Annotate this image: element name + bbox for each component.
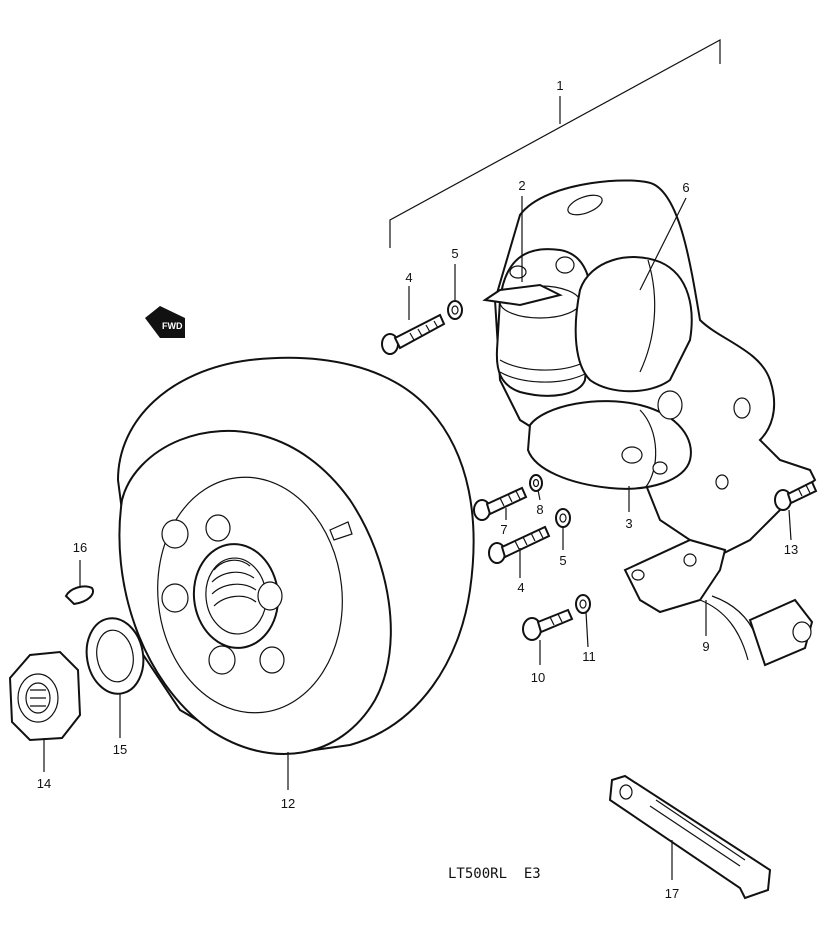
screw-4-upper	[381, 313, 446, 355]
callout-16: 16	[73, 540, 87, 555]
screw-4-lower	[488, 525, 551, 564]
screw-7	[473, 486, 528, 521]
callout-2: 2	[518, 178, 525, 193]
callout-15: 15	[113, 742, 127, 757]
callout-3: 3	[625, 516, 632, 531]
callout-14: 14	[37, 776, 51, 791]
washer	[85, 617, 145, 695]
forward-arrow-icon: FWD	[145, 306, 185, 338]
callout-5-lower: 5	[559, 553, 566, 568]
assembly-bracket	[389, 38, 721, 248]
washer-8	[529, 474, 543, 492]
stator-assembly	[482, 179, 817, 667]
washer-5-lower	[555, 508, 571, 528]
leader-lines	[43, 196, 792, 880]
callout-12: 12	[281, 796, 295, 811]
washer-5-upper	[447, 300, 463, 320]
forward-arrow-label: FWD	[162, 321, 183, 331]
callout-labels: 1 2 6 4 5 3 7 8 4 5 10 11 9 13 12 14 15 …	[37, 78, 798, 901]
callout-4-lower: 4	[517, 580, 524, 595]
callout-4-upper: 4	[405, 270, 412, 285]
washer-11	[575, 594, 591, 614]
callout-7: 7	[500, 522, 507, 537]
woodruff-key	[64, 585, 94, 606]
callout-17: 17	[665, 886, 679, 901]
callout-6: 6	[682, 180, 689, 195]
rotor-flywheel	[116, 356, 475, 755]
callout-5-upper: 5	[451, 246, 458, 261]
callout-10: 10	[531, 670, 545, 685]
lead-wire-clamp	[608, 774, 772, 900]
model-code: LT500RL E3	[448, 866, 541, 882]
callout-13: 13	[784, 542, 798, 557]
flywheel-nut	[8, 650, 82, 742]
callout-8: 8	[536, 502, 543, 517]
callout-9: 9	[702, 639, 709, 654]
screw-10	[522, 608, 574, 641]
screw-13	[774, 480, 818, 511]
callout-11: 11	[582, 649, 596, 664]
callout-1: 1	[556, 78, 563, 93]
